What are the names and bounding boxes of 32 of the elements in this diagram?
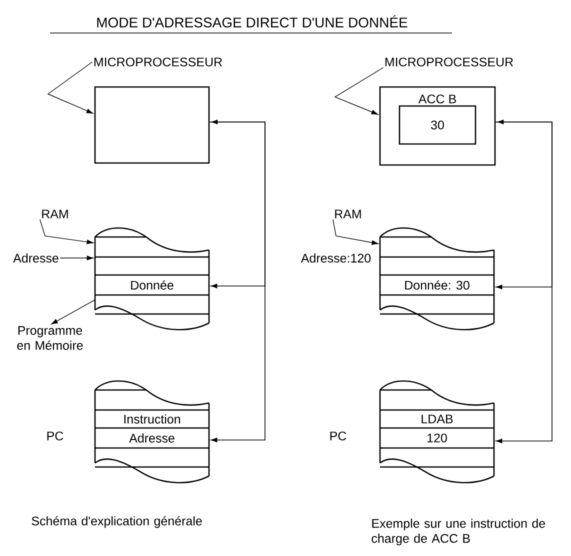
cell-text: Donnée: 30 xyxy=(405,280,470,290)
processor-box xyxy=(94,86,210,164)
leader-line xyxy=(332,219,378,245)
cell-text: LDAB xyxy=(422,414,453,424)
register-box: ACC B 30 xyxy=(398,94,476,145)
callout-text: MICROPROCESSEUR xyxy=(94,58,222,66)
arrow xyxy=(210,120,266,442)
arrow xyxy=(209,122,266,288)
leader-line xyxy=(334,67,384,115)
cell-text: 120 xyxy=(428,434,447,442)
processor-box xyxy=(379,86,496,166)
node-label: ACC B xyxy=(418,94,456,104)
side-label: PC xyxy=(47,432,64,440)
callout-text: Adresse xyxy=(13,253,58,263)
caption: Exemple sur une instruction de charge de ACC B xyxy=(372,518,545,546)
leader-line xyxy=(60,256,94,260)
caption: Schéma d'explication générale xyxy=(32,516,202,528)
leader-line xyxy=(51,300,96,324)
arrow xyxy=(496,120,552,444)
arrow xyxy=(495,122,552,290)
leader-line xyxy=(40,219,94,244)
side-label: Adresse:120 xyxy=(300,253,371,263)
cell-text: Instruction xyxy=(124,414,180,424)
title: MODE D'ADRESSAGE DIRECT D'UNE DONNÉE xyxy=(50,15,452,34)
callout-text: RAM xyxy=(42,210,68,218)
callout-text: MICROPROCESSEUR xyxy=(385,58,513,66)
cell-text: Adresse xyxy=(129,433,174,443)
callout-text: Programme en Mémoire xyxy=(17,326,83,350)
cell-text: Donnée xyxy=(131,280,174,290)
leader-line xyxy=(47,62,94,114)
side-label: PC xyxy=(330,432,346,440)
callout-text: RAM xyxy=(335,210,361,218)
